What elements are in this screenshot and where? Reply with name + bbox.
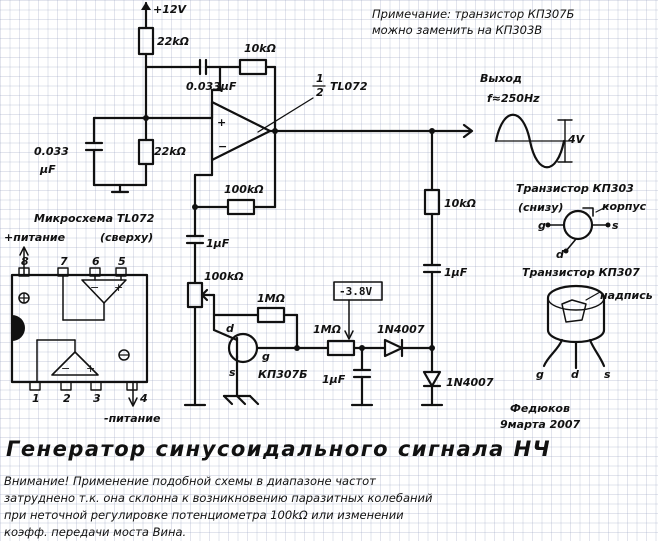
- kp307-title: Транзистор КП307: [522, 266, 640, 279]
- chip-pin-3: 3: [93, 392, 101, 405]
- warning-line-3: при неточной регулировке потенциометра 1…: [4, 508, 404, 522]
- fet-pin-g: g: [262, 350, 270, 363]
- sine-wave-icon: [494, 113, 573, 169]
- chip-pin-5: 5: [118, 255, 126, 268]
- kp303-pin-s: s: [612, 219, 619, 232]
- resistor-100k: [226, 198, 256, 216]
- chip-notch-icon: [12, 315, 25, 341]
- svg-text:+: +: [114, 281, 123, 294]
- note-line-1: Примечание: транзистор КП307Б: [372, 7, 575, 21]
- r10k-label: 10kΩ: [444, 197, 476, 210]
- d1-label: 1N4007: [377, 323, 425, 336]
- output-frequency: f≈250Hz: [487, 92, 540, 105]
- chip-plus-icon: [18, 292, 30, 304]
- c4-label: 1μF: [322, 373, 346, 386]
- resistor-10k: [423, 188, 441, 216]
- chip-minus-supply: -питание: [104, 412, 161, 425]
- r1-label: 22kΩ: [157, 35, 189, 48]
- opamp-plus-sign: +: [217, 116, 226, 129]
- chip-pin-4: 4: [139, 392, 148, 405]
- voltage-box: [333, 281, 383, 301]
- chip-pin-8: 8: [21, 255, 29, 268]
- fet-pin-d: d: [226, 322, 234, 335]
- warning-line-2: затруднено т.к. она склонна к возникнове…: [4, 491, 433, 505]
- voltage-label: -3.8V: [339, 285, 372, 298]
- fet-pin-s: s: [229, 366, 236, 379]
- chip-view: (сверху): [100, 231, 153, 244]
- opamp-name: TL072: [330, 80, 368, 93]
- resistor-r2: [137, 138, 155, 166]
- chip-plus-supply: +питание: [4, 231, 66, 244]
- svg-text:−: −: [90, 281, 99, 294]
- kp303-body-label: корпус: [602, 200, 647, 213]
- chip-pin-7: 7: [60, 255, 68, 268]
- vcc-rail: [141, 1, 151, 30]
- resistor-rfb: [238, 58, 268, 76]
- c2-value: 0.033: [34, 145, 69, 158]
- kp303-view: (снизу): [518, 201, 563, 214]
- diode-d2: [422, 370, 442, 388]
- c3-label: 1μF: [206, 237, 230, 250]
- kp307-body-icon: [542, 284, 606, 370]
- chip-pin-6: 6: [92, 255, 100, 268]
- r1m-b-label: 1MΩ: [313, 323, 341, 336]
- kp303-body-icon: [562, 209, 594, 241]
- kp307-marking-label: надпись: [600, 289, 653, 302]
- output-label: Выход: [480, 72, 522, 85]
- chip-pin-2: 2: [63, 392, 71, 405]
- resistor-r1: [137, 26, 155, 56]
- svg-text:−: −: [61, 362, 70, 375]
- resistor-1m-a: [256, 306, 286, 324]
- d2-label: 1N4007: [446, 376, 494, 389]
- kp307-pin-s: s: [604, 368, 611, 381]
- kp303-title: Транзистор КП303: [516, 182, 634, 195]
- vcc-arrow-icon: [141, 2, 151, 10]
- r100k-label: 100kΩ: [224, 183, 264, 196]
- chip-pin-1: 1: [32, 392, 40, 405]
- diode-d1: [383, 338, 404, 358]
- chip-body: [10, 273, 149, 384]
- c1-label: 0.033μF: [186, 80, 237, 93]
- r1m-a-label: 1MΩ: [257, 292, 285, 305]
- potentiometer-100k[interactable]: [186, 281, 204, 309]
- opamp-minus-sign: −: [218, 140, 227, 153]
- kp307-pin-g: g: [536, 368, 544, 381]
- output-amplitude: 4V: [567, 133, 586, 146]
- opamp-symbol: [210, 100, 272, 162]
- svg-text:+: +: [86, 362, 95, 375]
- fet-label: КП307Б: [258, 368, 308, 381]
- warning-line-1: Внимание! Применение подобной схемы в ди…: [4, 474, 376, 488]
- chip-title: Микросхема TL072: [34, 212, 155, 225]
- c5-label: 1μF: [444, 266, 468, 279]
- vcc-label: +12V: [153, 3, 188, 16]
- warning-line-4: коэфф. передачи моста Вина.: [4, 525, 186, 539]
- kp303-pin-g: g: [538, 219, 546, 232]
- resistor-1m-b: [326, 339, 356, 357]
- pot-label: 100kΩ: [204, 270, 244, 283]
- kp303-pin-d: d: [556, 248, 564, 261]
- rfb-label: 10kΩ: [244, 42, 276, 55]
- opamp-frac-top: 1: [316, 72, 324, 85]
- r2-label: 22kΩ: [154, 145, 186, 158]
- author-date: 9марта 2007: [500, 418, 581, 431]
- c2-unit: μF: [39, 163, 56, 176]
- author-name: Федюков: [510, 402, 570, 415]
- opamp-frac-bottom: 2: [316, 86, 324, 99]
- note-line-2: можно заменить на КП303В: [372, 23, 542, 37]
- kp307-pin-d: d: [571, 368, 579, 381]
- page-title: Генератор синусоидального сигнала НЧ: [6, 437, 551, 461]
- chip-minus-icon: [118, 349, 130, 361]
